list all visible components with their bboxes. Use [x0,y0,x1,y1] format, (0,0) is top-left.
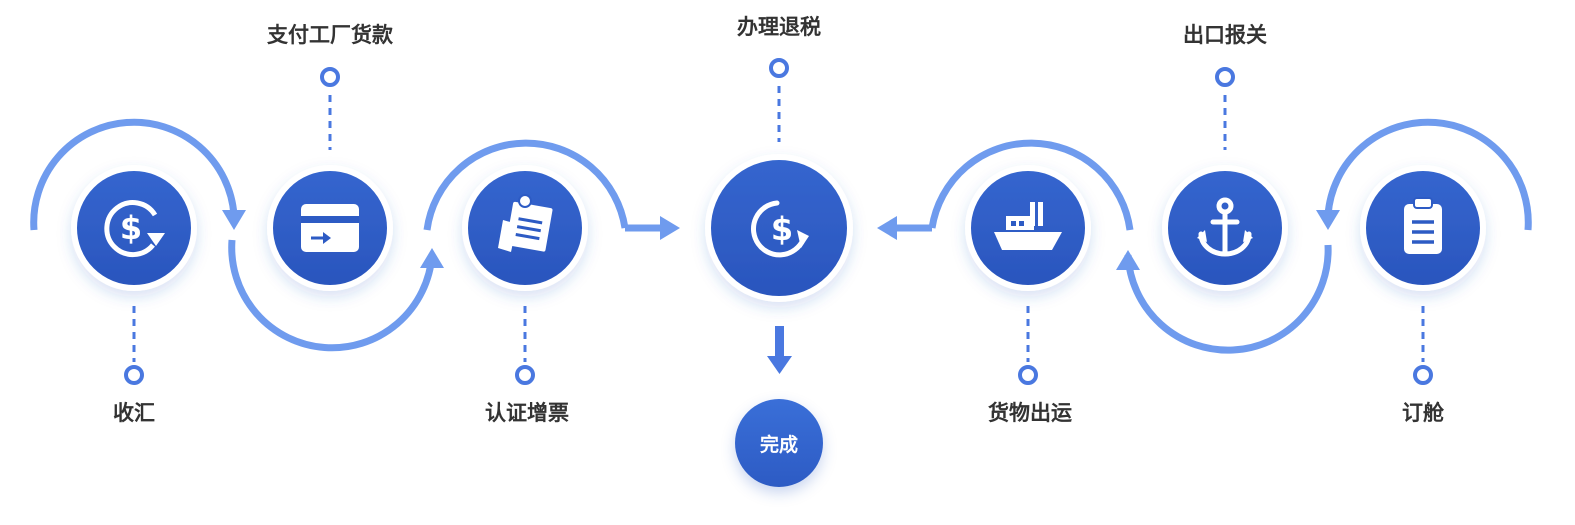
connector-dot-step7 [1413,365,1433,385]
finish-label: 完成 [759,433,798,456]
step-label-4: 办理退税 [737,15,821,39]
connector-dot-step2 [320,67,340,87]
step-circle-4 [705,154,853,302]
arrow-to-finish [767,326,792,374]
step-label-1: 收汇 [113,401,155,425]
svg-text:$: $ [771,210,793,248]
step-label-3: 认证增票 [485,401,569,425]
card-transfer-icon [301,204,359,252]
invoice-icon [498,194,553,252]
arc-step1-top [30,118,238,231]
connector-dot-step3 [515,365,535,385]
step-label-2: 支付工厂货款 [267,23,393,47]
svg-text:$: $ [120,209,142,247]
step-label-6: 出口报关 [1183,23,1267,47]
connector-dot-step6 [1215,67,1235,87]
arrowheads-right [877,210,1340,270]
arc-step7-top [1324,118,1532,231]
arrowhead-left-center [877,216,897,240]
connector-dot-step1 [124,365,144,385]
cargo-ship-icon [994,202,1062,250]
step-label-7: 订舱 [1402,401,1444,425]
dollar-refresh-icon: $ [104,200,165,258]
arrowhead-up-step5 [1116,250,1140,270]
arrowhead-right-center [660,216,680,240]
arrowhead-down-step1 [222,210,246,230]
arc-step7-to-step5-bottom [1124,244,1332,354]
flow-arcs-right [897,118,1532,354]
connector-dot-step5 [1018,365,1038,385]
finish-node: 完成 [735,399,823,487]
anchor-icon [1197,197,1253,257]
connectors [124,58,1433,385]
arrowheads-left [222,210,680,268]
step-circle-1 [71,165,197,291]
clipboard-icon [1404,197,1442,254]
connector-dot-step4 [769,58,789,78]
arc-step3-top [423,139,629,231]
tax-refund-dollar-icon: $ [751,200,809,258]
arc-step5-top [928,139,1134,231]
step-label-5: 货物出运 [988,401,1072,425]
arrowhead-down-step7 [1316,210,1340,230]
flow-arcs-left [30,118,660,352]
arrowhead-up-step3 [420,248,444,268]
arc-step1-to-step3-bottom [228,239,436,352]
